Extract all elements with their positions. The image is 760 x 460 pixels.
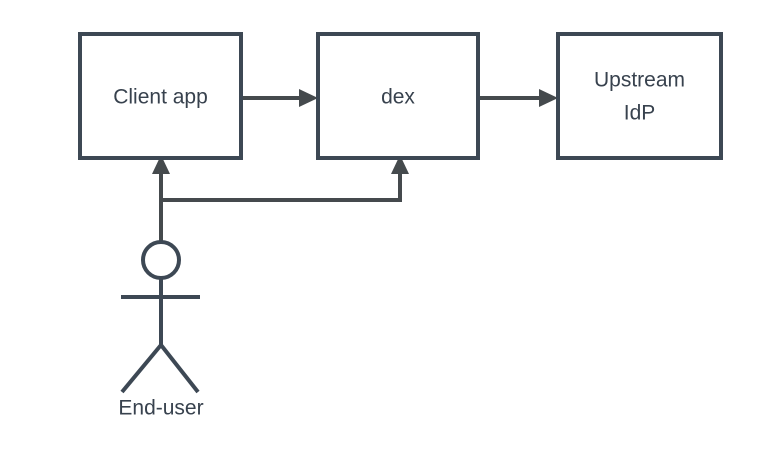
edge-dex-to-upstream-idp[interactable] xyxy=(478,89,558,107)
edge-end-user-to-dex[interactable] xyxy=(159,155,409,248)
edge-client-app-to-dex[interactable] xyxy=(241,89,318,107)
edge-end-user-to-client-app[interactable] xyxy=(152,155,170,248)
node-client-app-rect xyxy=(78,32,243,160)
node-dex-label: dex xyxy=(381,86,415,109)
actor-end-user[interactable]: End-user xyxy=(118,240,204,420)
node-dex[interactable]: dex xyxy=(316,32,480,160)
actor-end-user-label: End-user xyxy=(118,397,203,420)
node-upstream-idp[interactable]: Upstream IdP xyxy=(556,32,723,160)
node-client-app[interactable]: Client app xyxy=(78,32,243,160)
edge-end-user-to-dex-arrowhead xyxy=(391,155,409,174)
edge-client-app-to-dex-arrowhead xyxy=(299,89,318,107)
edge-end-user-to-dex-line xyxy=(159,172,402,248)
actor-end-user-head-icon xyxy=(141,240,181,280)
node-dex-rect xyxy=(316,32,480,160)
node-upstream-idp-rect xyxy=(556,32,723,160)
actor-end-user-leg-left xyxy=(120,343,163,394)
edge-end-user-to-client-app-arrowhead xyxy=(152,155,170,174)
actor-end-user-leg-right xyxy=(159,343,200,394)
node-upstream-idp-label-line1: Upstream xyxy=(594,69,685,92)
node-client-app-label: Client app xyxy=(113,86,208,109)
node-upstream-idp-label-line2: IdP xyxy=(624,102,656,125)
edge-dex-to-upstream-idp-arrowhead xyxy=(539,89,558,107)
